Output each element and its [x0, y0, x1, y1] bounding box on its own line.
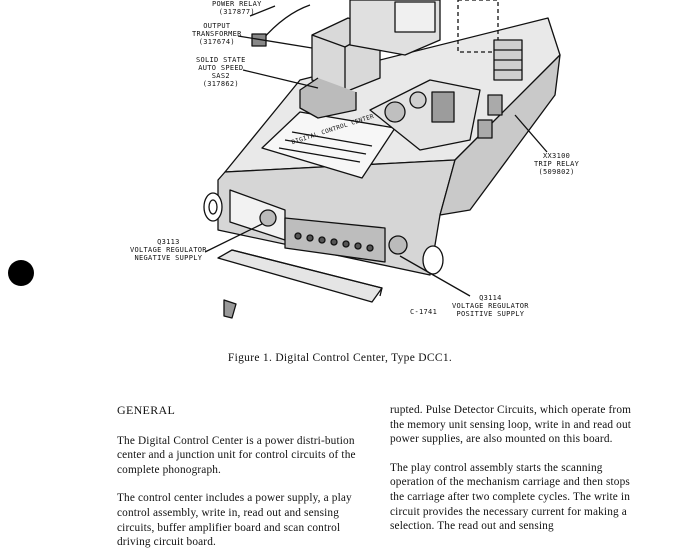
callout-positive-regulator: Q3114 VOLTAGE REGULATOR POSITIVE SUPPLY: [452, 294, 529, 318]
label-line: TRIP RELAY: [534, 160, 580, 168]
label-line: (509802): [538, 168, 575, 176]
paragraph: The play control assembly starts the sca…: [390, 461, 631, 533]
paragraph: The control center includes a power supp…: [117, 492, 352, 549]
callout-power-relay: POWER RELAY (317877): [212, 0, 262, 16]
callout-output-transformer: OUTPUT TRANSFORMER (317674): [192, 22, 242, 46]
paragraph: The Digital Control Center is a power di…: [117, 434, 356, 476]
label-line: (317877): [218, 8, 255, 16]
figure-caption: Figure 1. Digital Control Center, Type D…: [227, 352, 453, 364]
chassis-illustration: [203, 0, 561, 319]
label-line: (317674): [198, 38, 235, 46]
label-line: NEGATIVE SUPPLY: [134, 254, 203, 262]
right-column: rupted. Pulse Detector Circuits, which o…: [390, 403, 636, 534]
paragraph: rupted. Pulse Detector Circuits, which o…: [390, 404, 632, 446]
label-line: AUTO SPEED: [198, 64, 244, 72]
label-line: SAS2: [211, 72, 230, 80]
label-line: (317862): [202, 80, 239, 88]
label-line: POWER RELAY: [212, 0, 262, 8]
label-line: TRANSFORMER: [192, 30, 242, 38]
figure-digital-control-center: POWER RELAY (317877) OUTPUT TRANSFORMER …: [130, 0, 579, 319]
binder-punch-hole: [8, 260, 34, 286]
callout-trip-relay: XX3100 TRIP RELAY (509802): [534, 152, 579, 176]
callout-negative-regulator: Q3113 VOLTAGE REGULATOR NEGATIVE SUPPLY: [130, 238, 207, 262]
label-line: OUTPUT: [203, 22, 231, 30]
label-line: VOLTAGE REGULATOR: [130, 246, 207, 254]
label-line: VOLTAGE REGULATOR: [452, 302, 529, 310]
section-heading: GENERAL: [117, 403, 176, 417]
left-column: GENERAL The Digital Control Center is a …: [117, 403, 363, 550]
label-line: XX3100: [543, 152, 571, 160]
label-line: POSITIVE SUPPLY: [456, 310, 525, 318]
label-line: Q3114: [479, 294, 502, 302]
callout-auto-speed: SOLID STATE AUTO SPEED SAS2 (317862): [196, 56, 246, 88]
label-line: SOLID STATE: [196, 56, 246, 64]
photo-code: C-1741: [410, 308, 438, 316]
label-line: Q3113: [157, 238, 180, 246]
